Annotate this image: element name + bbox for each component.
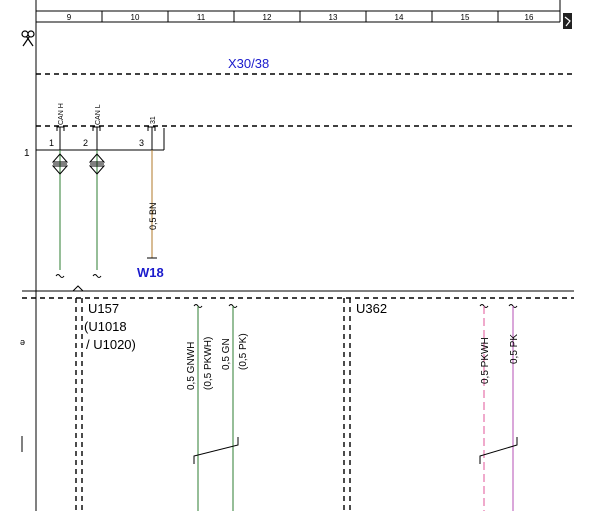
pin-number-3: 3: [139, 138, 144, 148]
can-h-wire: [51, 150, 69, 278]
row-marker: 1: [24, 148, 30, 159]
scissors-icon: [21, 30, 35, 47]
ruler-col-12: 12: [263, 13, 272, 22]
u157-label-line1: U157: [88, 301, 119, 316]
u157-label-line3: / U1020): [86, 337, 136, 352]
module-top-notch: [72, 285, 84, 292]
ruler-col-11: 11: [197, 13, 206, 22]
u157-label-line2: (U1018: [84, 319, 127, 334]
u362-label: U362: [356, 301, 387, 316]
u157-wire-2-alt: (0,5 PK): [238, 333, 249, 370]
w18-wire: [147, 150, 157, 259]
u157-wire-1-alt: (0,5 PKWH): [203, 337, 214, 390]
pin-number-2: 2: [83, 138, 88, 148]
u362-wire-1: [479, 304, 489, 511]
can-l-wire: [88, 150, 106, 278]
u157-wire-1: [193, 304, 203, 511]
connector-label: X30/38: [228, 56, 269, 71]
u157-wire-2: [228, 304, 238, 511]
u157-wire-2-spec: 0,5 GN: [221, 338, 232, 370]
pin-signal-can-l: CAN L: [95, 104, 102, 125]
u362-wire-1-spec: 0,5 PKWH: [480, 337, 491, 384]
u362-twist-symbol: [479, 437, 518, 464]
ruler-col-14: 14: [395, 13, 404, 22]
u362-wire-2-spec: 0,5 PK: [509, 334, 520, 364]
ruler-col-16: 16: [525, 13, 534, 22]
u157-wire-1-spec: 0,5 GNWH: [186, 342, 197, 390]
left-fragment-marks: ǝ: [20, 337, 25, 347]
w18-ground-label: W18: [137, 265, 164, 280]
connector-pin-box: [36, 128, 165, 151]
w18-wire-spec: 0,5 BN: [148, 202, 158, 230]
ruler-col-9: 9: [67, 13, 72, 22]
page-corner-icon: [563, 13, 572, 29]
ruler-col-10: 10: [131, 13, 140, 22]
u362-wire-2: [508, 304, 518, 511]
pin-number-1: 1: [49, 138, 54, 148]
column-ruler: 9 10 11 12 13 14 15 16: [35, 0, 561, 23]
u157-twist-symbol: [193, 437, 239, 464]
ruler-col-15: 15: [461, 13, 470, 22]
ruler-col-13: 13: [329, 13, 338, 22]
pin-signal-can-h: CAN H: [58, 103, 65, 125]
pin-terminals: [56, 126, 156, 150]
pin-signal-31: 31: [150, 116, 157, 124]
